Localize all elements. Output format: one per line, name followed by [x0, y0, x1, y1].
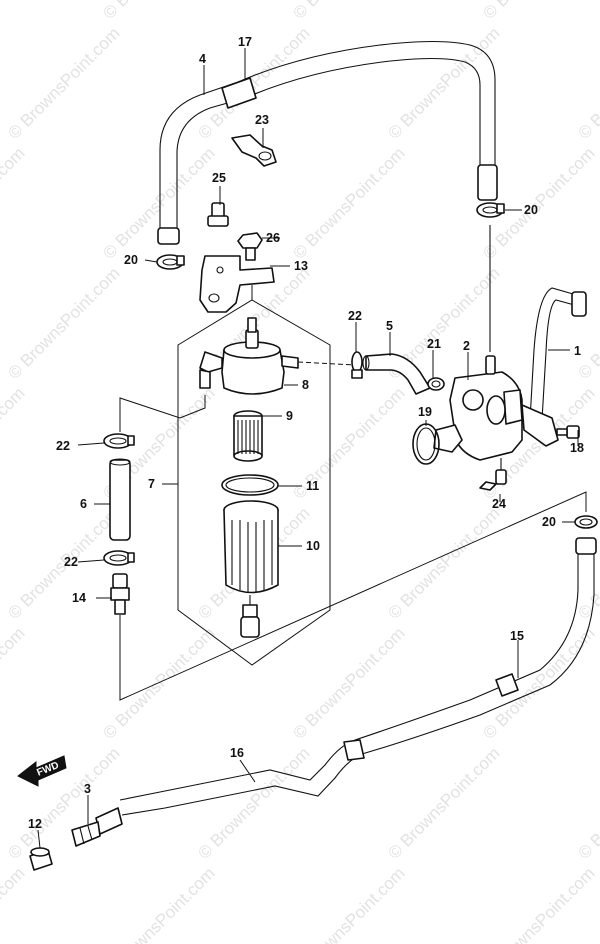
hose-clamp-22-upper[interactable]	[351, 351, 363, 379]
watermark-text: © BrownsPoint.com	[99, 864, 218, 944]
watermark-text: © BrownsPoint.com	[0, 144, 29, 263]
watermark-text: © BrownsPoint.com	[289, 624, 408, 743]
callout-15: 15	[510, 629, 524, 643]
dashed-connection-line	[297, 361, 356, 366]
callout-12: 12	[28, 817, 42, 831]
callout-9: 9	[286, 409, 293, 423]
routing-line-lower	[119, 491, 587, 701]
fuel-hose-16[interactable]	[119, 739, 365, 816]
watermark-text: © BrownsPoint.com	[384, 744, 503, 863]
watermark-text: © BrownsPoint.com	[289, 144, 408, 263]
watermark-text: © BrownsPoint.com	[194, 744, 313, 863]
hose-clamp-20-left[interactable]	[156, 254, 185, 270]
callout-6: 6	[80, 497, 87, 511]
o-ring-11[interactable]	[221, 474, 279, 496]
watermark-text: © BrownsPoint.com	[574, 744, 600, 863]
callout-20-upper-right: 20	[524, 203, 538, 217]
watermark-text: © BrownsPoint.com	[0, 864, 29, 944]
callout-17: 17	[238, 35, 252, 49]
watermark-text: © BrownsPoint.com	[194, 24, 313, 143]
fuel-hose-6[interactable]	[109, 458, 131, 541]
bolt-24[interactable]	[479, 458, 507, 491]
callout-11: 11	[306, 479, 319, 493]
hose-clamp-20-lower-right[interactable]	[574, 515, 598, 529]
callout-8: 8	[302, 378, 309, 392]
filter-element-9[interactable]	[233, 410, 263, 462]
callout-2: 2	[463, 339, 470, 353]
callout-14: 14	[72, 591, 86, 605]
callout-22-upper: 22	[348, 309, 362, 323]
bracket-13[interactable]	[199, 255, 275, 313]
callout-25: 25	[212, 171, 226, 185]
callout-4: 4	[199, 52, 206, 66]
watermark-text: © BrownsPoint.com	[99, 624, 218, 743]
fitting-3[interactable]	[71, 807, 123, 847]
callout-20-lower-right: 20	[542, 515, 556, 529]
callout-10: 10	[306, 539, 320, 553]
callout-5: 5	[386, 319, 393, 333]
filter-bowl-10[interactable]	[223, 500, 279, 638]
filter-head-8[interactable]	[199, 317, 299, 395]
hose-clamp-22-left-upper[interactable]	[103, 433, 135, 449]
callout-26: 26	[266, 231, 280, 245]
watermark-text: © BrownsPoint.com	[4, 264, 123, 383]
callout-23: 23	[255, 113, 269, 127]
fuel-hose-upper[interactable]	[157, 40, 498, 245]
watermark-text: © BrownsPoint.com	[479, 864, 598, 944]
callout-22-left-upper: 22	[56, 439, 70, 453]
fuel-pipe-1[interactable]	[521, 287, 587, 447]
callout-20-left: 20	[124, 253, 138, 267]
routing-line-left	[119, 395, 206, 432]
hose-clip-23[interactable]	[231, 134, 277, 167]
fuel-hose-15[interactable]	[354, 537, 597, 755]
fuel-pump-2[interactable]	[433, 225, 523, 461]
callout-21: 21	[427, 337, 441, 351]
callout-22-left-lower: 22	[64, 555, 78, 569]
watermark-text: © BrownsPoint.com	[0, 0, 29, 23]
fuel-hose-5[interactable]	[362, 353, 431, 395]
watermark-text: © BrownsPoint.com	[99, 144, 218, 263]
o-ring-19[interactable]	[412, 423, 440, 465]
hose-clamp-20-upper-right[interactable]	[476, 202, 505, 218]
bolt-18[interactable]	[556, 425, 580, 439]
watermark-text: © BrownsPoint.com	[479, 0, 598, 23]
connector-14[interactable]	[110, 573, 130, 615]
leader-lines	[37, 48, 579, 849]
callout-7: 7	[148, 477, 155, 491]
callout-19: 19	[418, 405, 432, 419]
bolt-26[interactable]	[237, 232, 263, 261]
watermark-text: © BrownsPoint.com	[574, 24, 600, 143]
filter-assembly-outline-7	[177, 299, 331, 666]
callout-labels: 1 2 3 4 5 6 7 8 9 10 11 12 13 14 15 16 1…	[28, 35, 584, 831]
watermark-text: © BrownsPoint.com	[99, 0, 218, 23]
callout-24: 24	[492, 497, 506, 511]
watermark-text: © BrownsPoint.com	[0, 624, 29, 743]
callout-16: 16	[230, 746, 244, 760]
watermark-text: © BrownsPoint.com	[574, 264, 600, 383]
callout-3: 3	[84, 782, 91, 796]
watermark-text: © BrownsPoint.com	[4, 24, 123, 143]
watermark-text: © BrownsPoint.com	[0, 384, 29, 503]
hose-clamp-22-left-lower[interactable]	[103, 550, 135, 566]
watermark-text: © BrownsPoint.com	[289, 0, 408, 23]
watermark-text: © BrownsPoint.com	[384, 504, 503, 623]
forward-direction-arrow: FWD	[17, 755, 67, 787]
hose-clamp-21[interactable]	[427, 377, 445, 391]
fitting-12[interactable]	[29, 847, 53, 871]
fitting-25[interactable]	[207, 202, 229, 227]
callout-1: 1	[574, 344, 581, 358]
callout-18: 18	[570, 441, 584, 455]
watermark-text: © BrownsPoint.com	[289, 864, 408, 944]
callout-13: 13	[294, 259, 308, 273]
